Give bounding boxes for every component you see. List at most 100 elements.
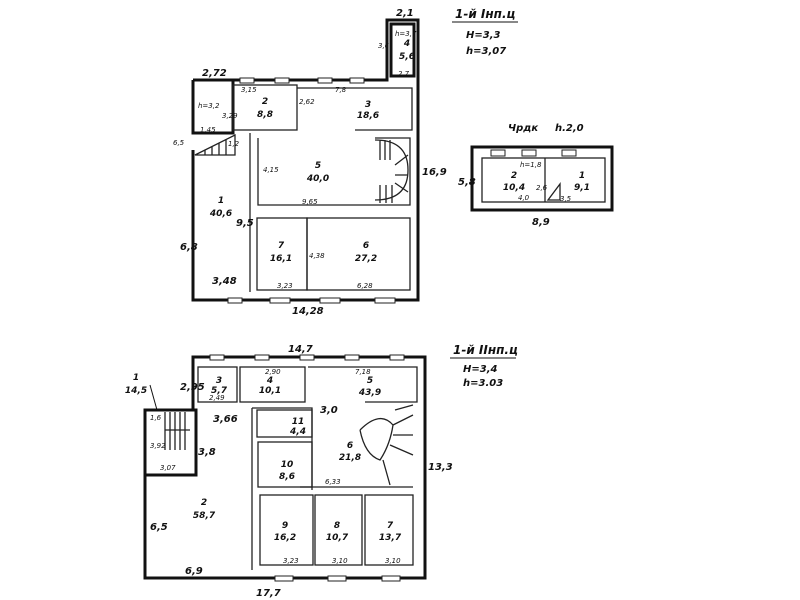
floor2-h: h=3.03: [463, 378, 503, 389]
room-6: 621,8: [339, 441, 361, 463]
floor2-H: H=3,4: [463, 364, 498, 375]
svg-text:7: 7: [278, 241, 285, 251]
svg-text:10: 10: [281, 460, 294, 470]
svg-text:2: 2: [201, 498, 207, 508]
room-4: 45,6: [399, 39, 415, 62]
floor1-h: h=3,07: [466, 46, 506, 57]
svg-text:10,7: 10,7: [326, 533, 349, 543]
dim-label: 3,0: [320, 405, 338, 416]
dim-label: 4,15: [263, 166, 279, 174]
svg-text:21,8: 21,8: [339, 453, 361, 463]
dim-label: 2,49: [209, 394, 225, 402]
svg-text:9,1: 9,1: [574, 183, 590, 193]
svg-text:4: 4: [266, 376, 273, 386]
dim-label: 6,33: [325, 478, 341, 486]
floor2-plan: [143, 354, 427, 582]
room-1: 114,5: [125, 373, 158, 411]
room-2: 28,8: [257, 97, 273, 120]
svg-text:1: 1: [579, 171, 585, 181]
dim-label: 3,5: [560, 195, 572, 203]
attic-room-1: 19,1: [574, 171, 590, 193]
dim-label: 9,65: [302, 198, 318, 206]
room-9: 916,2: [274, 521, 296, 543]
dim-label: 7,8: [335, 86, 347, 94]
dim-label: 2,1: [396, 8, 414, 19]
floor2-labels: 1-й IIнп.ц H=3,4 h=3.03 14,7 17,7 13,3 6…: [125, 343, 518, 599]
dim-label: 2,95: [180, 382, 205, 393]
floor2-title: 1-й IIнп.ц: [453, 343, 518, 357]
dim-label: h=3,2: [198, 102, 220, 110]
svg-text:16,1: 16,1: [270, 254, 292, 264]
room-5: 540,0: [306, 161, 329, 184]
dim-label: 3,66: [213, 414, 238, 425]
svg-text:3: 3: [365, 100, 371, 110]
svg-text:4,4: 4,4: [289, 427, 306, 437]
dim-label: 3,92: [150, 442, 166, 450]
svg-text:11: 11: [292, 417, 305, 427]
dim-label: 3,29: [222, 112, 238, 120]
floor1-plan: [191, 18, 420, 304]
dim-label: 3,23: [277, 282, 293, 290]
dim-label: 2,7: [398, 70, 410, 78]
room-4: 410,1: [259, 376, 281, 396]
svg-text:43,9: 43,9: [358, 388, 381, 398]
svg-text:1: 1: [133, 373, 139, 383]
attic-room-2: 210,4: [503, 171, 525, 193]
svg-text:14,5: 14,5: [125, 386, 147, 396]
attic-title: Чрдк: [508, 123, 538, 134]
svg-text:5: 5: [367, 376, 373, 386]
dim-label: 4,38: [309, 252, 325, 260]
room-6: 627,2: [355, 241, 377, 264]
svg-text:2: 2: [262, 97, 268, 107]
dim-label: 3,15: [241, 86, 257, 94]
dim-label: 3,48: [212, 276, 237, 287]
dim-label: h=1,8: [520, 161, 542, 169]
dim-label: 3,07: [160, 464, 176, 472]
room-5: 543,9: [358, 376, 381, 398]
svg-text:40,0: 40,0: [306, 174, 329, 184]
dim-label: 3,6: [378, 42, 390, 50]
dim-label: h=3,7: [395, 30, 417, 38]
room-7: 716,1: [270, 241, 292, 264]
room-7: 713,7: [379, 521, 402, 543]
floor1-labels: 1-й Iнп.ц H=3,3 h=3,07 2,72 2,1 h=3,7 3,…: [173, 7, 518, 317]
attic-plan: Чрдк h.2,0 h=1,8 2,6 4,0 3,5 5,8 8,9 210…: [458, 123, 614, 228]
dim-label: 6,8: [180, 242, 198, 253]
dim-label: 14,7: [288, 344, 313, 355]
dim-label: 6,5: [150, 522, 168, 533]
svg-text:7: 7: [387, 521, 394, 531]
room-1: 140,6: [209, 196, 232, 219]
dim-label: 14,28: [292, 306, 324, 317]
svg-text:16,2: 16,2: [274, 533, 296, 543]
dim-label: 9,5: [236, 218, 254, 229]
dim-label: 5,8: [458, 177, 476, 188]
svg-text:10,1: 10,1: [259, 386, 281, 396]
floor1-title: 1-й Iнп.ц: [455, 7, 516, 21]
svg-text:2: 2: [511, 171, 517, 181]
dim-label: 17,7: [256, 588, 281, 599]
svg-text:8,6: 8,6: [279, 472, 295, 482]
dim-label: 1,2: [228, 140, 240, 148]
room-11: 114,4: [289, 417, 306, 437]
dim-label: 7,18: [355, 368, 371, 376]
svg-text:13,7: 13,7: [379, 533, 402, 543]
dim-label: 2,90: [265, 368, 281, 376]
dim-label: 2,6: [536, 184, 548, 192]
dim-label: 3,10: [385, 557, 401, 565]
svg-text:58,7: 58,7: [193, 511, 216, 521]
svg-text:5,7: 5,7: [211, 386, 228, 396]
dim-label: 6,9: [185, 566, 203, 577]
dim-label: 2,72: [202, 68, 227, 79]
svg-text:8: 8: [334, 521, 340, 531]
svg-text:27,2: 27,2: [355, 254, 377, 264]
dim-label: 3,23: [283, 557, 299, 565]
svg-text:40,6: 40,6: [209, 209, 232, 219]
room-3: 35,7: [211, 376, 228, 396]
dim-label: 3,8: [198, 447, 216, 458]
dim-label: 4,0: [518, 194, 530, 202]
floor1-H: H=3,3: [466, 30, 501, 41]
dim-label: 1,45: [200, 126, 216, 134]
dim-label: 6,28: [357, 282, 373, 290]
svg-text:8,8: 8,8: [257, 110, 273, 120]
